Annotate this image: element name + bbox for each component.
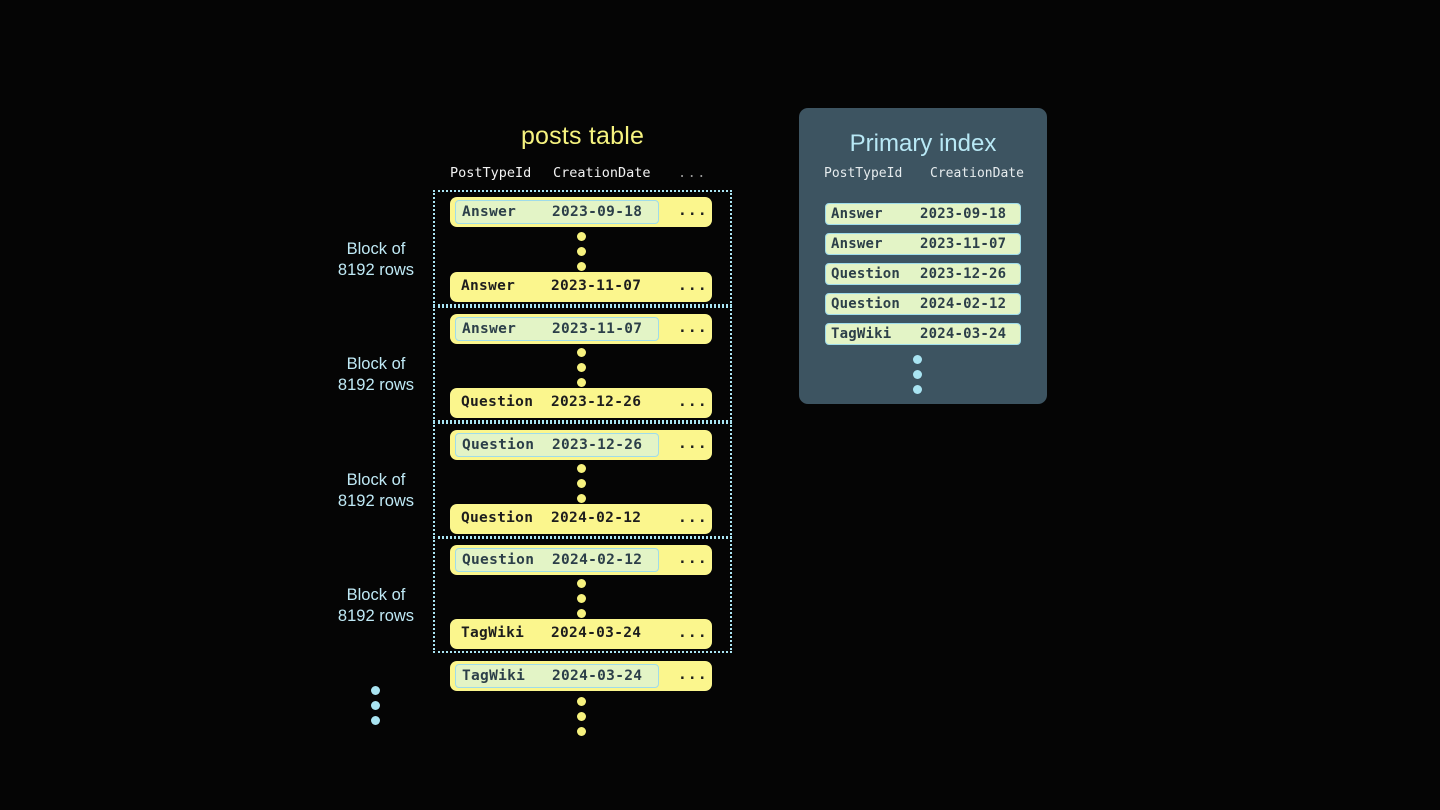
table-row: TagWiki 2024-03-24 ... (450, 619, 712, 649)
cell-ellipsis: ... (678, 320, 708, 336)
cell-creationdate: 2023-12-26 (552, 437, 643, 453)
row-highlight-box: Question 2023-12-26 (455, 433, 659, 457)
cell-posttypeid: TagWiki (461, 625, 525, 641)
cell-posttypeid: Answer (461, 278, 516, 294)
cell-creationdate: 2024-03-24 (920, 326, 1007, 342)
block-label-4: Block of 8192 rows (291, 585, 461, 627)
column-header-creationdate: CreationDate (553, 165, 651, 181)
row-cells: Answer 2023-11-07 (455, 275, 659, 299)
block-label-3-line2: 8192 rows (337, 492, 415, 510)
cell-creationdate: 2023-11-07 (920, 236, 1007, 252)
cell-posttypeid: Question (462, 552, 535, 568)
cell-creationdate: 2023-12-26 (920, 266, 1007, 282)
cell-posttypeid: Question (462, 437, 535, 453)
cell-creationdate: 2023-09-18 (552, 204, 643, 220)
table-row: Question 2024-02-12 ... (450, 504, 712, 534)
cell-posttypeid: Question (831, 296, 901, 312)
posts-table-title: posts table (520, 122, 645, 150)
table-row: Question 2023-12-26 ... (450, 388, 712, 418)
row-continuation-dots (577, 232, 587, 277)
cell-ellipsis: ... (678, 625, 708, 641)
cell-creationdate: 2024-03-24 (552, 668, 643, 684)
block-label-1-line2: 8192 rows (337, 261, 415, 279)
table-row: Answer 2023-11-07 ... (450, 314, 712, 344)
cell-ellipsis: ... (678, 278, 708, 294)
block-label-2: Block of 8192 rows (291, 354, 461, 396)
posts-table-column-headers: PostTypeId CreationDate ... (450, 165, 712, 185)
block-label-2-line1: Block of (346, 355, 406, 373)
cell-ellipsis: ... (678, 667, 708, 683)
cell-posttypeid: Question (831, 266, 901, 282)
table-row: Question 2023-12-26 ... (450, 430, 712, 460)
block-label-3: Block of 8192 rows (291, 470, 461, 512)
cell-creationdate: 2024-02-12 (920, 296, 1007, 312)
row-highlight-box: Answer 2023-09-18 (455, 200, 659, 224)
cell-creationdate: 2023-11-07 (551, 278, 642, 294)
index-entry: TagWiki 2024-03-24 (825, 323, 1021, 345)
cell-ellipsis: ... (678, 551, 708, 567)
row-cells: Question 2023-12-26 (455, 391, 659, 415)
primary-index-title: Primary index (849, 130, 997, 157)
column-header-ellipsis: ... (678, 165, 707, 181)
cell-ellipsis: ... (678, 436, 708, 452)
primary-index-panel: Primary index PostTypeId CreationDate An… (799, 108, 1047, 404)
row-cells: TagWiki 2024-03-24 (455, 622, 659, 646)
cell-ellipsis: ... (678, 394, 708, 410)
table-row: Question 2024-02-12 ... (450, 545, 712, 575)
cell-posttypeid: Question (461, 394, 534, 410)
cell-posttypeid: TagWiki (462, 668, 526, 684)
block-label-3-line1: Block of (346, 471, 406, 489)
index-entry: Question 2023-12-26 (825, 263, 1021, 285)
index-entry: Answer 2023-11-07 (825, 233, 1021, 255)
cell-posttypeid: Question (461, 510, 534, 526)
primary-index-column-headers: PostTypeId CreationDate (824, 166, 1024, 186)
block-label-4-line1: Block of (346, 586, 406, 604)
block-continuation-dots (371, 686, 381, 731)
cell-ellipsis: ... (678, 203, 708, 219)
cell-posttypeid: TagWiki (831, 326, 892, 342)
block-1 (433, 190, 732, 306)
cell-creationdate: 2024-02-12 (552, 552, 643, 568)
cell-posttypeid: Answer (462, 321, 517, 337)
cell-creationdate: 2023-11-07 (552, 321, 643, 337)
index-entry: Question 2024-02-12 (825, 293, 1021, 315)
cell-ellipsis: ... (678, 510, 708, 526)
block-label-1-line1: Block of (346, 240, 406, 258)
column-header-posttypeid: PostTypeId (824, 166, 903, 181)
block-2 (433, 306, 732, 422)
row-cells: Question 2024-02-12 (455, 507, 659, 531)
cell-creationdate: 2024-02-12 (551, 510, 642, 526)
block-label-4-line2: 8192 rows (337, 607, 415, 625)
column-header-posttypeid: PostTypeId (450, 165, 532, 181)
block-label-2-line2: 8192 rows (337, 376, 415, 394)
cell-posttypeid: Answer (831, 206, 883, 222)
column-header-creationdate: CreationDate (930, 166, 1024, 181)
row-continuation-dots (577, 579, 587, 624)
cell-creationdate: 2023-09-18 (920, 206, 1007, 222)
block-4 (433, 537, 732, 653)
table-row: Answer 2023-11-07 ... (450, 272, 712, 302)
index-continuation-dots (913, 355, 923, 400)
cell-posttypeid: Answer (462, 204, 517, 220)
cell-creationdate: 2023-12-26 (551, 394, 642, 410)
row-continuation-dots (577, 348, 587, 393)
table-row: Answer 2023-09-18 ... (450, 197, 712, 227)
row-highlight-box: TagWiki 2024-03-24 (455, 664, 659, 688)
table-row-trailing: TagWiki 2024-03-24 ... (450, 661, 712, 691)
cell-posttypeid: Answer (831, 236, 883, 252)
row-continuation-dots (577, 464, 587, 509)
block-label-1: Block of 8192 rows (291, 239, 461, 281)
row-highlight-box: Answer 2023-11-07 (455, 317, 659, 341)
table-continuation-dots (577, 697, 587, 742)
row-highlight-box: Question 2024-02-12 (455, 548, 659, 572)
index-entry: Answer 2023-09-18 (825, 203, 1021, 225)
cell-creationdate: 2024-03-24 (551, 625, 642, 641)
